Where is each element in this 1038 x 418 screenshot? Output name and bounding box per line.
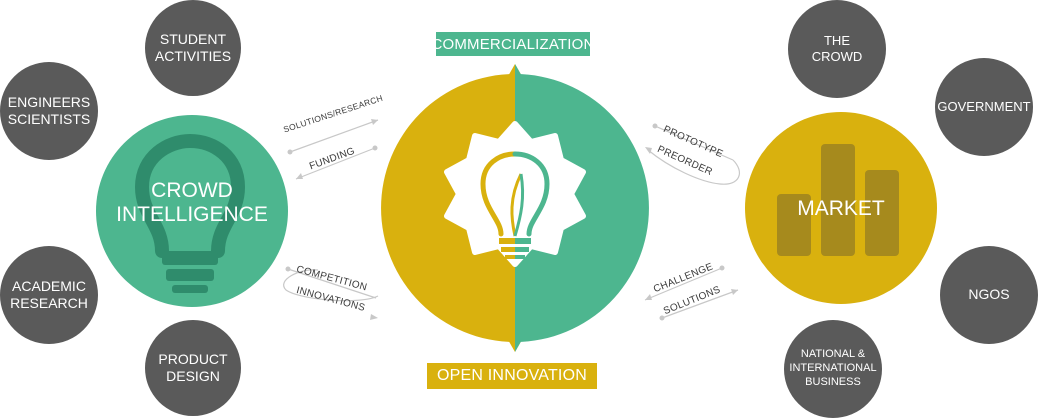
bar-chart-icon (777, 144, 899, 256)
satellite-label: NGOS (968, 286, 1010, 303)
crowd-intelligence-label: CROWD INTELLIGENCE (116, 179, 268, 227)
satellite-label: GOVERNMENT (937, 98, 1031, 114)
center-hub (381, 64, 649, 352)
satellite-product-design: PRODUCT DESIGN (145, 320, 241, 416)
arrow-funding (295, 145, 378, 180)
satellite-label: NATIONAL & INTERNATIONAL BUSINESS (789, 348, 877, 388)
satellite-label: PRODUCT DESIGN (158, 350, 228, 385)
satellite-label: ACADEMIC RESEARCH (10, 277, 88, 312)
lightbulb-icon (134, 133, 246, 293)
satellite-ngos: NGOS (940, 246, 1038, 344)
arrow-solutions-research (287, 119, 379, 155)
loop-prototype-preorder (645, 123, 741, 185)
gear-lightbulb-icon (444, 121, 586, 267)
satellite-engineers-scientists: ENGINEERS SCIENTISTS (0, 62, 98, 160)
satellite-academic-research: ACADEMIC RESEARCH (0, 246, 98, 344)
arrow-challenge (644, 265, 725, 301)
banner-commercialization: COMMERCIALIZATION (431, 32, 594, 56)
crowd-intelligence-hub: CROWD INTELLIGENCE (96, 115, 288, 307)
satellite-government: GOVERNMENT (935, 58, 1033, 156)
satellite-label: ENGINEERS SCIENTISTS (7, 93, 91, 128)
market-hub: MARKET (745, 112, 937, 304)
market-label: MARKET (797, 197, 885, 220)
banner-open-innovation: OPEN INNOVATION (427, 363, 597, 389)
satellite-label: STUDENT ACTIVITIES (154, 30, 232, 65)
satellite-student-activities: STUDENT ACTIVITIES (145, 0, 241, 96)
satellite-the-crowd: THE CROWD (788, 0, 886, 98)
arrow-solutions (659, 289, 739, 321)
satellite-label: THE CROWD (811, 32, 863, 64)
loop-competition-innovations (283, 266, 379, 320)
satellite-national-international-business: NATIONAL & INTERNATIONAL BUSINESS (784, 320, 882, 418)
